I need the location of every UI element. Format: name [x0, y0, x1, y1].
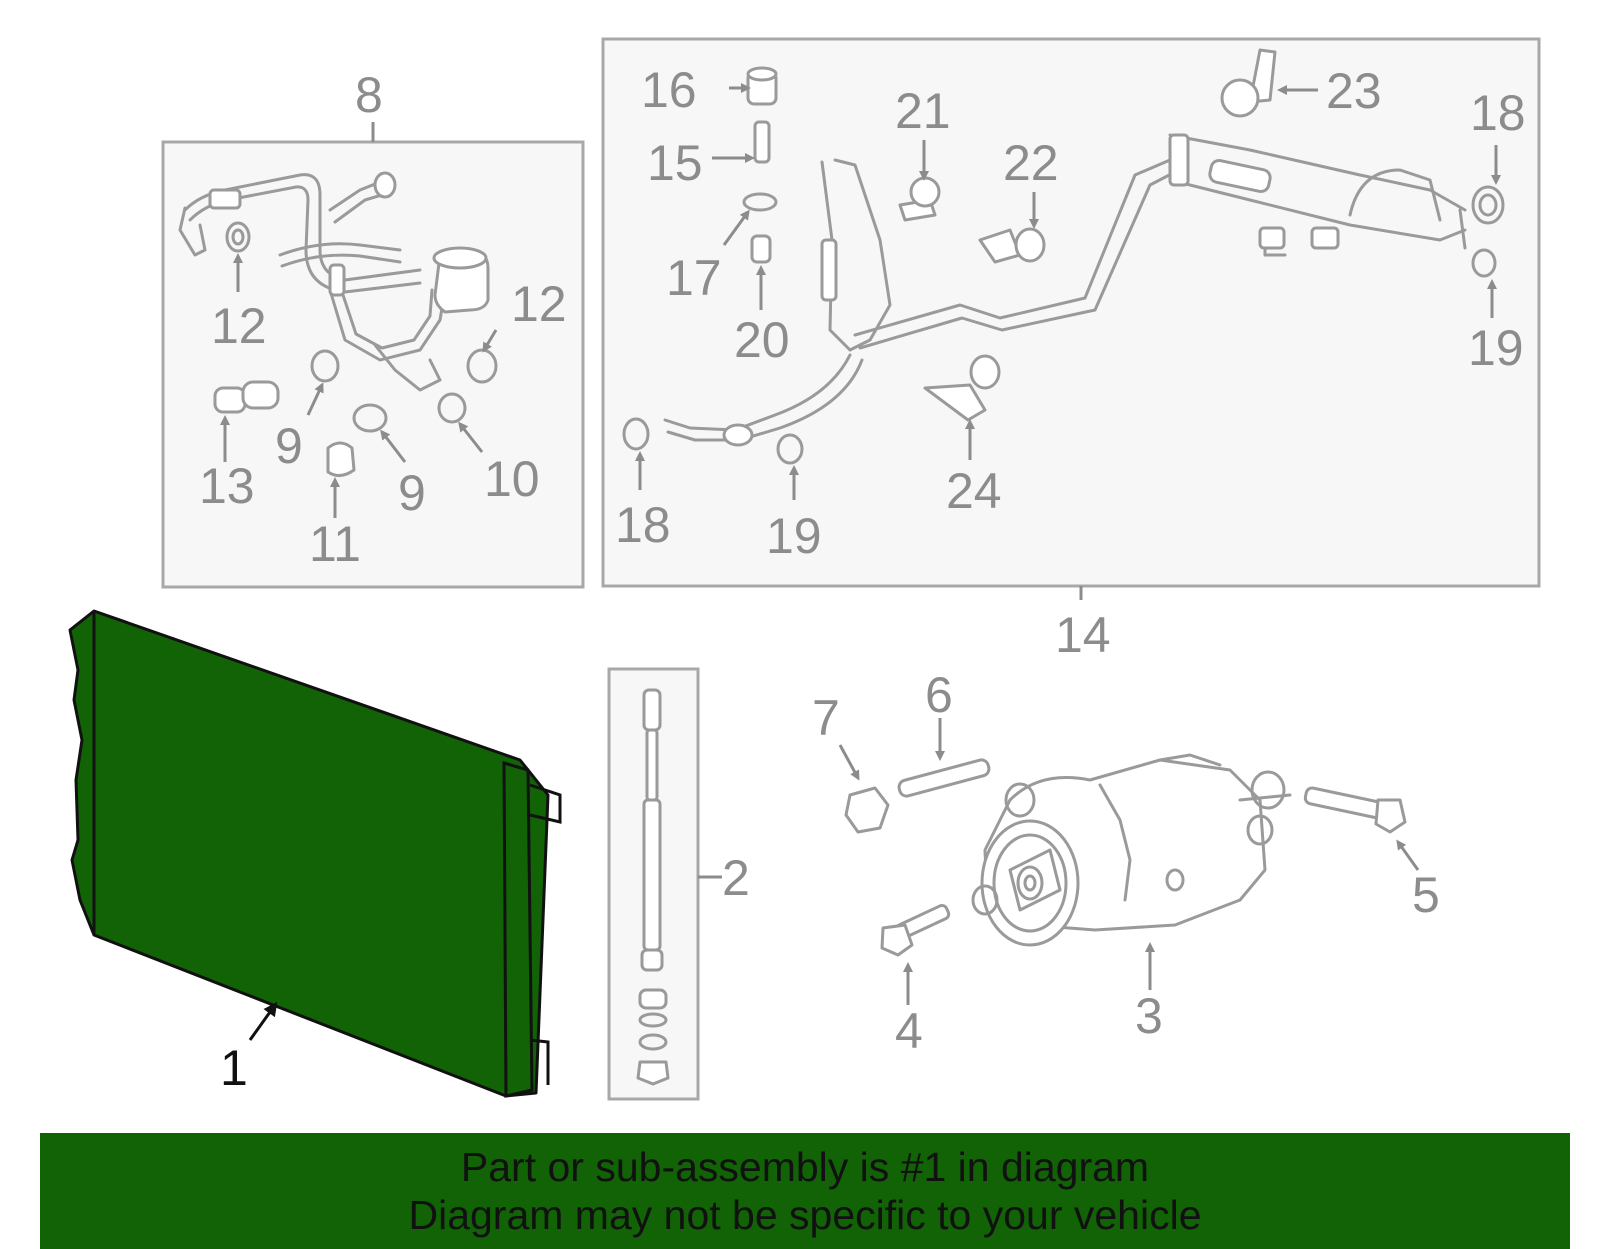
callout-12a: 12 [211, 298, 267, 354]
info-banner: Part or sub-assembly is #1 in diagram Di… [40, 1133, 1570, 1249]
condenser-bracket-bottom [529, 1038, 550, 1085]
stud-6 [897, 758, 991, 798]
callout-7: 7 [812, 690, 840, 746]
callout-6: 6 [925, 667, 953, 723]
o-ring-12a-inner [231, 228, 245, 246]
callout-5: 5 [1412, 867, 1440, 923]
line-assembly-group-14: 14 [601, 37, 1541, 663]
callout-8: 8 [355, 67, 383, 123]
callout-9a: 9 [275, 418, 303, 474]
fitting-20 [750, 234, 772, 264]
callout-4: 4 [895, 1003, 923, 1059]
callout-1: 1 [220, 1040, 248, 1096]
pressure-sensor-13 [213, 380, 280, 414]
o-ring-12a [225, 221, 251, 253]
o-ring-18a-inner [1478, 193, 1498, 217]
callout-14: 14 [1055, 607, 1111, 663]
nut-7 [844, 786, 890, 834]
callout-24: 24 [946, 463, 1002, 519]
callout-11: 11 [309, 516, 361, 572]
o-ring-9a [310, 349, 340, 383]
seal-17 [742, 192, 778, 212]
o-ring-19b [776, 433, 804, 465]
line-assembly-drawing [663, 133, 1467, 447]
banner-line-1: Part or sub-assembly is #1 in diagram [460, 1144, 1150, 1190]
callout-23: 23 [1326, 63, 1382, 119]
hose-assembly-group-8: 8 [161, 67, 585, 589]
callout-3: 3 [1135, 988, 1163, 1044]
o-ring-12b [466, 348, 498, 384]
bracket-24 [923, 354, 1001, 422]
callout-16: 16 [641, 62, 697, 118]
leader-1 [248, 1001, 278, 1041]
valve-core-15 [753, 120, 771, 164]
callout-18b: 18 [615, 497, 671, 553]
clip-22 [978, 227, 1046, 264]
o-ring-18a [1471, 185, 1505, 225]
condenser-side-tank [502, 760, 534, 1098]
callout-18a: 18 [1470, 85, 1526, 141]
banner-line-2: Diagram may not be specific to your vehi… [408, 1192, 1202, 1238]
condenser-bracket-top [529, 783, 562, 824]
o-ring-10 [437, 392, 467, 424]
callout-19a: 19 [1468, 320, 1524, 376]
compressor-group: 6 7 5 4 [812, 667, 1440, 1059]
callout-13: 13 [199, 458, 255, 514]
bolt-5 [1303, 786, 1407, 834]
callout-21: 21 [895, 83, 951, 139]
group-box-8 [161, 140, 585, 589]
condenser-core [68, 609, 550, 1098]
callout-12b: 12 [511, 276, 567, 332]
callout-9b: 9 [398, 465, 426, 521]
bolt-4 [880, 903, 951, 957]
callout-19b: 19 [766, 508, 822, 564]
callout-2: 2 [722, 850, 750, 906]
callout-20: 20 [734, 312, 790, 368]
o-ring-19a [1471, 248, 1497, 278]
o-ring-18b [622, 417, 650, 451]
valve-cap-16 [746, 66, 778, 106]
callout-15: 15 [647, 135, 703, 191]
bracket-23 [1220, 48, 1277, 118]
valve-cap-11 [326, 441, 356, 477]
drier-group-2: 2 [607, 667, 750, 1101]
callout-17: 17 [666, 250, 722, 306]
callout-10: 10 [484, 451, 540, 507]
o-ring-9b [352, 403, 388, 433]
condenser-part-1: 1 [68, 609, 562, 1098]
hose-assembly-drawing [178, 171, 490, 392]
callout-22: 22 [1003, 135, 1059, 191]
compressor-3 [971, 753, 1292, 947]
